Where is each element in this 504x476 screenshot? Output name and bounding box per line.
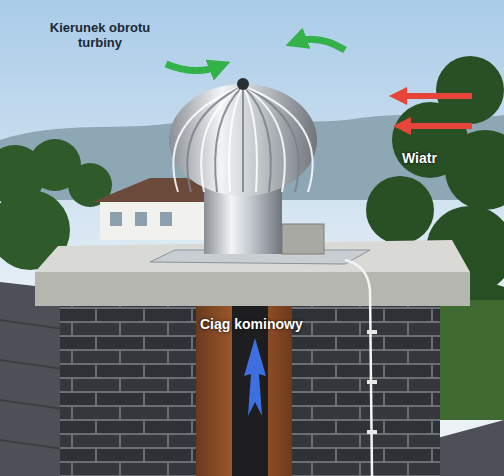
illustration-part bbox=[366, 176, 434, 244]
vane bbox=[215, 86, 243, 192]
illustration-part bbox=[367, 330, 377, 334]
wind-arrow bbox=[398, 93, 472, 99]
vane bbox=[243, 86, 313, 192]
cable bbox=[345, 260, 372, 476]
illustration-part bbox=[367, 380, 377, 384]
chimney bbox=[60, 290, 440, 476]
illustration-part bbox=[440, 300, 504, 420]
vane bbox=[242, 86, 244, 192]
roof-tiles bbox=[0, 320, 70, 450]
turbine-dome bbox=[169, 84, 317, 196]
wind-arrow bbox=[402, 123, 472, 129]
roof-left bbox=[0, 282, 70, 476]
draft-arrow bbox=[244, 338, 266, 416]
vane bbox=[229, 86, 243, 192]
illustration-part bbox=[367, 430, 377, 434]
roof-right bbox=[430, 420, 504, 476]
cable-clips bbox=[367, 330, 377, 434]
illustration-part bbox=[0, 400, 70, 410]
illustration-part bbox=[135, 212, 147, 226]
vane bbox=[243, 86, 285, 192]
draft-label: Ciąg kominowy bbox=[200, 316, 340, 332]
vane bbox=[201, 86, 243, 192]
rotation-label: Kierunek obrotu turbiny bbox=[30, 20, 170, 50]
cap-front bbox=[35, 272, 470, 306]
turbine-vanes bbox=[173, 86, 312, 192]
rotation-arrow bbox=[166, 64, 220, 71]
illustration-part bbox=[0, 440, 70, 450]
vane bbox=[173, 86, 243, 192]
vane bbox=[243, 86, 271, 192]
vane bbox=[187, 86, 243, 192]
wind-label: Wiatr bbox=[402, 150, 482, 166]
illustration-part bbox=[445, 130, 504, 210]
illustration-part bbox=[160, 212, 172, 226]
illustration-part bbox=[0, 360, 70, 370]
control-box bbox=[282, 224, 324, 254]
illustration-part bbox=[110, 212, 122, 226]
illustration-part bbox=[0, 320, 70, 330]
vane bbox=[243, 86, 299, 192]
rotation-arrow bbox=[296, 39, 345, 50]
turbine-knob bbox=[237, 78, 249, 90]
